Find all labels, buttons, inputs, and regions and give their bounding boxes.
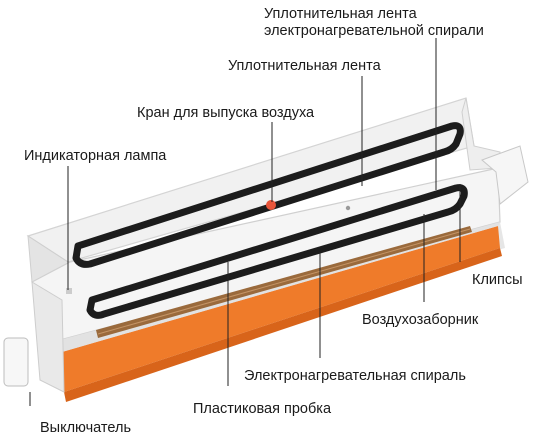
air-intake-dot	[345, 205, 351, 211]
indicator-lamp-marker	[66, 288, 72, 294]
label-switch: Выключатель	[40, 420, 131, 436]
orange-base-strip	[62, 226, 500, 392]
vacuum-sealer-illustration	[3, 97, 529, 402]
switch-knob	[3, 337, 29, 387]
orange-base-shade	[64, 248, 502, 402]
label-clips: Клипсы	[472, 272, 523, 288]
clip-right	[481, 145, 529, 205]
heating-element-highlight	[97, 228, 471, 335]
label-sealing-strip: Уплотнительная лента	[228, 58, 382, 74]
label-plastic-plug: Пластиковая пробка	[193, 401, 332, 417]
air-release-valve-dot	[266, 200, 276, 210]
leader-lines	[29, 38, 461, 406]
label-indicator-lamp: Индикаторная лампа	[24, 148, 167, 164]
callout-labels: Уплотнительная лента электронагревательн…	[24, 6, 523, 436]
label-air-intake: Воздухозаборник	[362, 312, 479, 328]
label-heating-element: Электронагревательная спираль	[244, 368, 466, 384]
label-air-release-valve: Кран для выпуска воздуха	[137, 105, 315, 121]
label-sealing-strip-heater-line2: электронагревательной спирали	[264, 23, 484, 39]
left-end-cap	[31, 281, 65, 393]
lower-gasket	[86, 184, 468, 319]
upper-gasket	[72, 122, 464, 268]
label-sealing-strip-heater-line1: Уплотнительная лента	[264, 6, 418, 22]
